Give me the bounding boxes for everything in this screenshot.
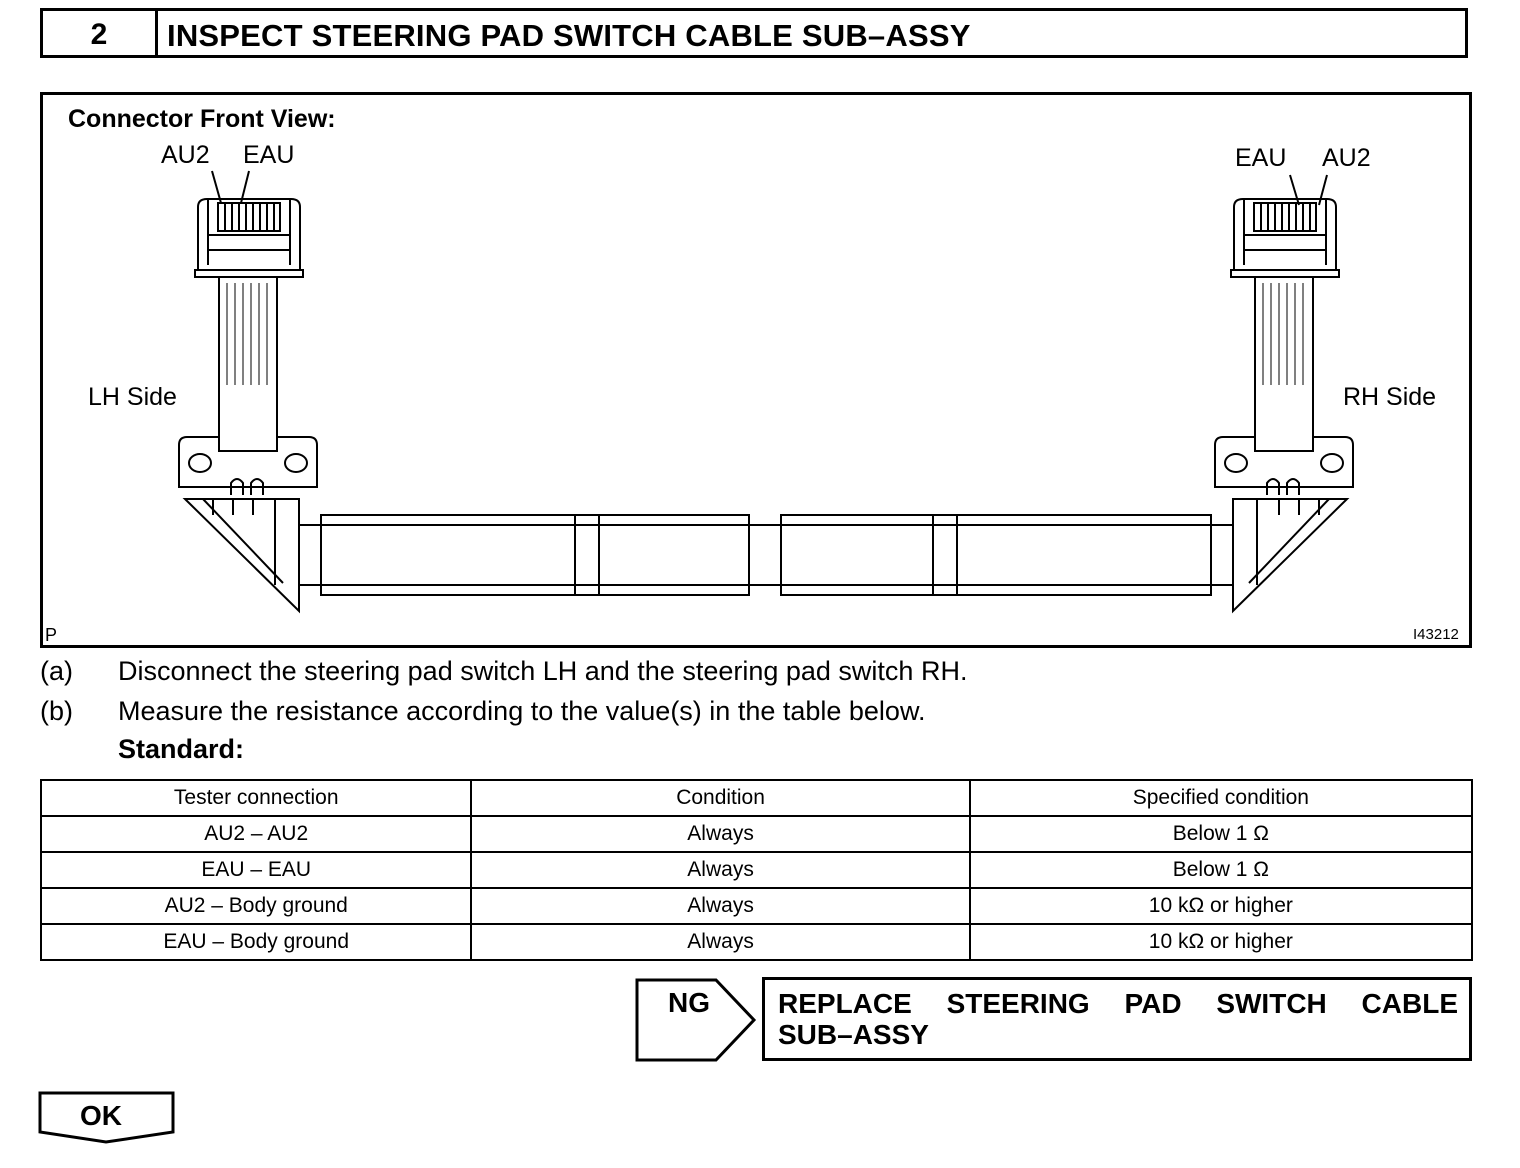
figure-id: I43212 [1413, 626, 1459, 643]
spec-table: Tester connection Condition Specified co… [39, 779, 1474, 961]
right-pin-au2-label: AU2 [1322, 144, 1371, 172]
cable-drawing [178, 170, 1354, 614]
connector-figure: Connector Front View: AU2 EAU EAU AU2 LH… [40, 92, 1472, 648]
lh-side-label: LH Side [88, 383, 177, 411]
corner-mark: P [45, 625, 58, 645]
table-cell: Always [470, 887, 971, 925]
table-cell: Always [470, 815, 971, 853]
ng-action-box [762, 977, 1472, 1061]
ng-action-line2: SUB–ASSY [778, 1019, 929, 1050]
right-connector [1214, 198, 1354, 614]
instruction-b-text: Measure the resistance according to the … [118, 696, 926, 726]
table-cell: EAU – EAU [39, 851, 473, 889]
ng-action-text: REPLACE STEERING PAD SWITCH CABLE SUB–AS… [778, 988, 1458, 1050]
ng-action-word: REPLACE [778, 988, 912, 1019]
table-row: EAU – EAU Always Below 1 Ω [39, 851, 1474, 889]
instruction-a-text: Disconnect the steering pad switch LH an… [118, 656, 968, 686]
table-header-row: Tester connection Condition Specified co… [39, 779, 1474, 817]
ok-label: OK [80, 1100, 122, 1131]
table-header-cell: Condition [470, 779, 971, 817]
main-cable [299, 514, 1233, 596]
step-number: 2 [43, 11, 158, 55]
table-cell: AU2 – AU2 [39, 815, 473, 853]
step-title: INSPECT STEERING PAD SWITCH CABLE SUB–AS… [167, 18, 971, 53]
ng-label: NG [668, 987, 710, 1018]
table-row: AU2 – AU2 Always Below 1 Ω [39, 815, 1474, 853]
ng-action-word: STEERING [946, 988, 1090, 1019]
table-row: AU2 – Body ground Always 10 kΩ or higher [39, 887, 1474, 925]
table-cell: 10 kΩ or higher [968, 923, 1474, 961]
table-cell: Always [470, 851, 971, 889]
step-header: 2 INSPECT STEERING PAD SWITCH CABLE SUB–… [40, 8, 1468, 58]
table-header-cell: Tester connection [39, 779, 473, 817]
right-pin-eau-label: EAU [1235, 144, 1287, 172]
table-cell: EAU – Body ground [39, 923, 473, 961]
table-cell: Below 1 Ω [968, 851, 1474, 889]
table-row: EAU – Body ground Always 10 kΩ or higher [39, 923, 1474, 961]
table-cell: AU2 – Body ground [39, 887, 473, 925]
left-pin-au2-label: AU2 [161, 141, 210, 169]
ng-action-word: PAD [1124, 988, 1182, 1019]
table-cell: Always [470, 923, 971, 961]
instruction-b-letter: (b) [40, 696, 73, 726]
ng-action-word: SWITCH [1216, 988, 1327, 1019]
instruction-a-letter: (a) [40, 656, 73, 686]
left-pin-eau-label: EAU [243, 141, 295, 169]
table-header-cell: Specified condition [968, 779, 1474, 817]
left-connector [178, 198, 318, 614]
ng-arrow-box [635, 978, 757, 1062]
table-cell: 10 kΩ or higher [968, 887, 1474, 925]
table-cell: Below 1 Ω [968, 815, 1474, 853]
standard-label: Standard: [118, 734, 245, 764]
ng-action-word: CABLE [1361, 988, 1458, 1019]
figure-caption: Connector Front View: [68, 105, 336, 133]
ok-arrow-box [38, 1091, 175, 1144]
rh-side-label: RH Side [1343, 383, 1437, 411]
